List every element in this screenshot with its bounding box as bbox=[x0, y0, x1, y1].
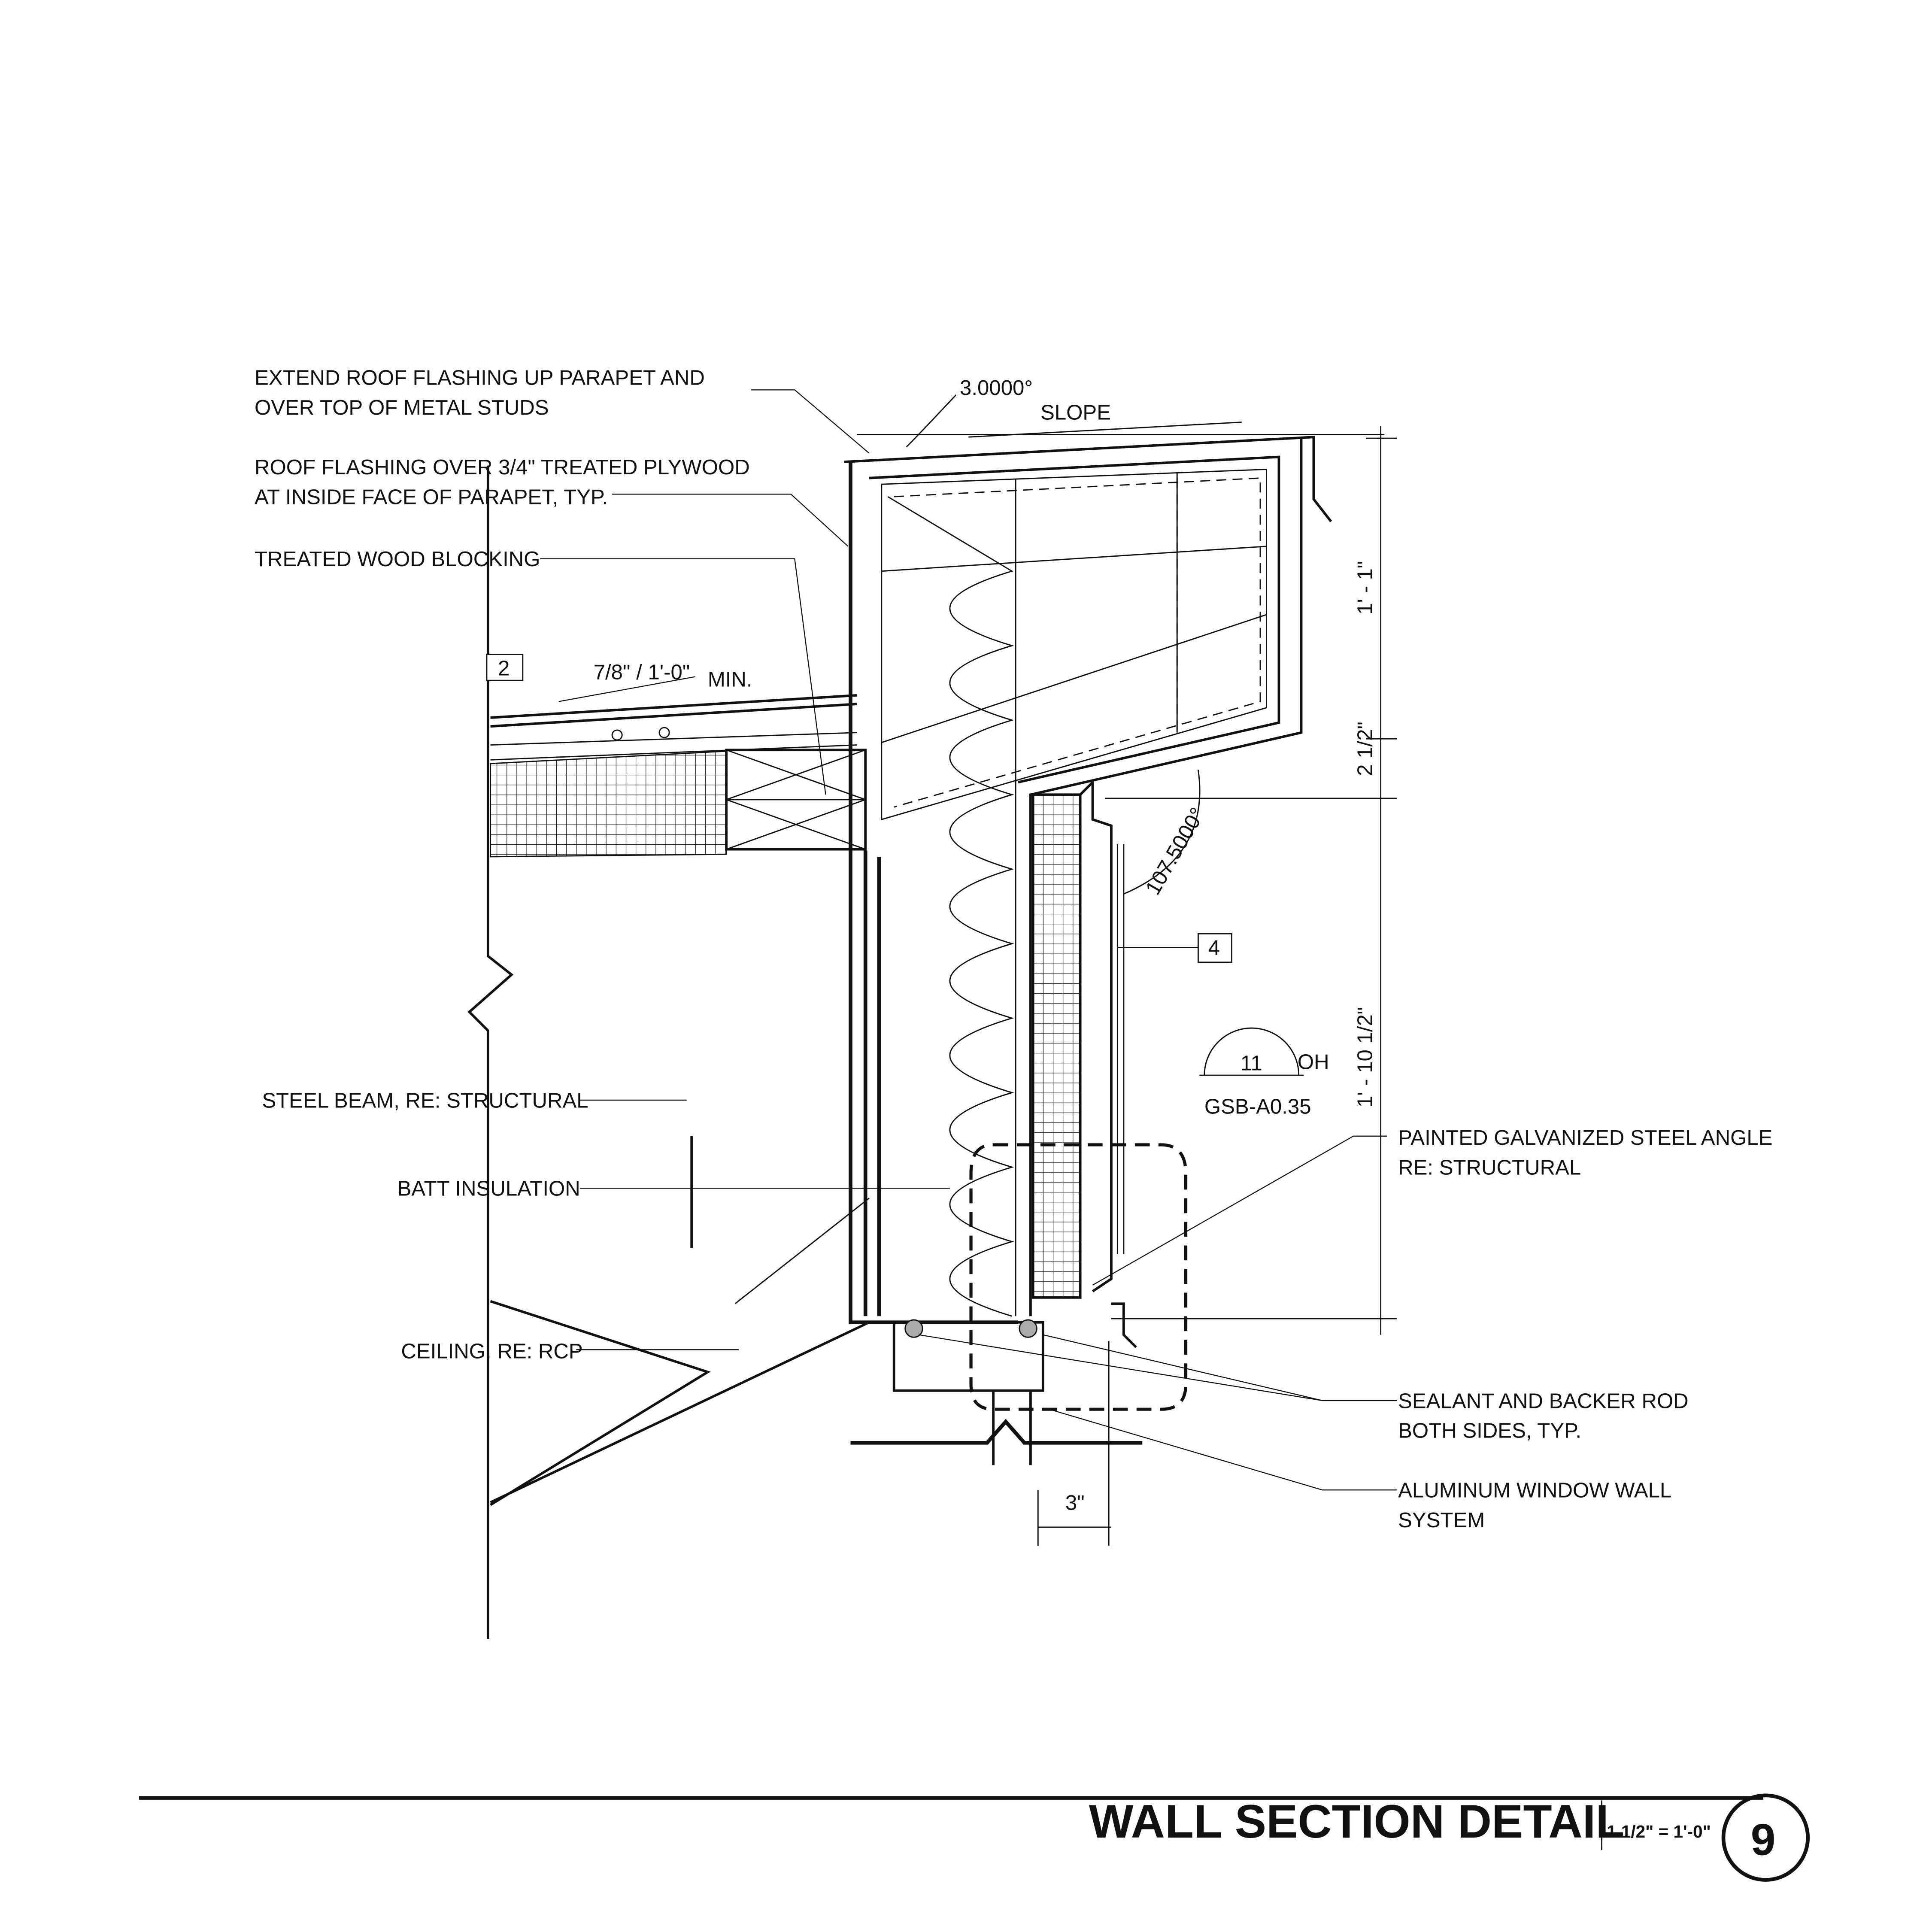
title-block: WALL SECTION DETAIL 1 1/2" = 1'-0" 9 bbox=[139, 1793, 1810, 1882]
note-roof-flashing-2: AT INSIDE FACE OF PARAPET, TYP. bbox=[255, 485, 608, 509]
note-steel-angle-2: RE: STRUCTURAL bbox=[1398, 1156, 1581, 1179]
detail-callout[interactable]: 11 GSB-A0.35 OH bbox=[969, 1027, 1329, 1411]
drawing-scale: 1 1/2" = 1'-0" bbox=[1607, 1822, 1711, 1841]
note-window-wall-2: SYSTEM bbox=[1398, 1508, 1485, 1532]
roof-tag[interactable]: 2 bbox=[498, 657, 510, 680]
callout-suffix: OH bbox=[1298, 1050, 1329, 1074]
dimension-2-1-2: 2 1/2" bbox=[1353, 722, 1377, 776]
drawing-title: WALL SECTION DETAIL bbox=[1089, 1795, 1625, 1848]
roof-assembly bbox=[490, 694, 867, 858]
note-extend-flashing-1: EXTEND ROOF FLASHING UP PARAPET AND bbox=[255, 366, 705, 390]
note-extend-flashing-2: OVER TOP OF METAL STUDS bbox=[255, 396, 549, 419]
slope-label: SLOPE bbox=[1040, 401, 1111, 425]
roof-slope-value: 7/8" / 1'-0" bbox=[594, 660, 690, 684]
structure-lines bbox=[490, 1136, 870, 1506]
note-steel-angle-1: PAINTED GALVANIZED STEEL ANGLE bbox=[1398, 1126, 1772, 1149]
dimension-3: 3" bbox=[1065, 1491, 1085, 1514]
break-line bbox=[467, 465, 514, 1639]
panel-tag[interactable]: 4 bbox=[1208, 936, 1220, 959]
roof-slope-suffix: MIN. bbox=[708, 668, 752, 692]
note-steel-beam: STEEL BEAM, RE: STRUCTURAL bbox=[262, 1089, 588, 1112]
angle-soffit: 107.5000° bbox=[1141, 804, 1210, 899]
drawing-number: 9 bbox=[1751, 1815, 1776, 1865]
note-window-wall-1: ALUMINUM WINDOW WALL bbox=[1398, 1479, 1671, 1502]
callout-number: 11 bbox=[1240, 1051, 1262, 1075]
dimension-1-10-1-2: 1' - 10 1/2" bbox=[1353, 1007, 1377, 1108]
leaders bbox=[540, 389, 1397, 1491]
note-wood-blocking: TREATED WOOD BLOCKING bbox=[255, 547, 540, 571]
note-ceiling: CEILING. RE: RCP bbox=[401, 1340, 582, 1363]
callout-sheet: GSB-A0.35 bbox=[1204, 1095, 1311, 1119]
note-sealant-1: SEALANT AND BACKER ROD bbox=[1398, 1389, 1689, 1413]
dimensions: 1' - 1" 2 1/2" 1' - 10 1/2" 3" 3.0000° S… bbox=[856, 376, 1397, 1546]
wall-assembly bbox=[844, 436, 1332, 1465]
note-sealant-2: BOTH SIDES, TYP. bbox=[1398, 1419, 1581, 1443]
angle-top: 3.0000° bbox=[960, 376, 1033, 400]
dimension-1-1: 1' - 1" bbox=[1353, 561, 1377, 615]
note-roof-flashing-1: ROOF FLASHING OVER 3/4" TREATED PLYWOOD bbox=[255, 455, 750, 479]
note-batt-insulation: BATT INSULATION bbox=[397, 1177, 580, 1201]
